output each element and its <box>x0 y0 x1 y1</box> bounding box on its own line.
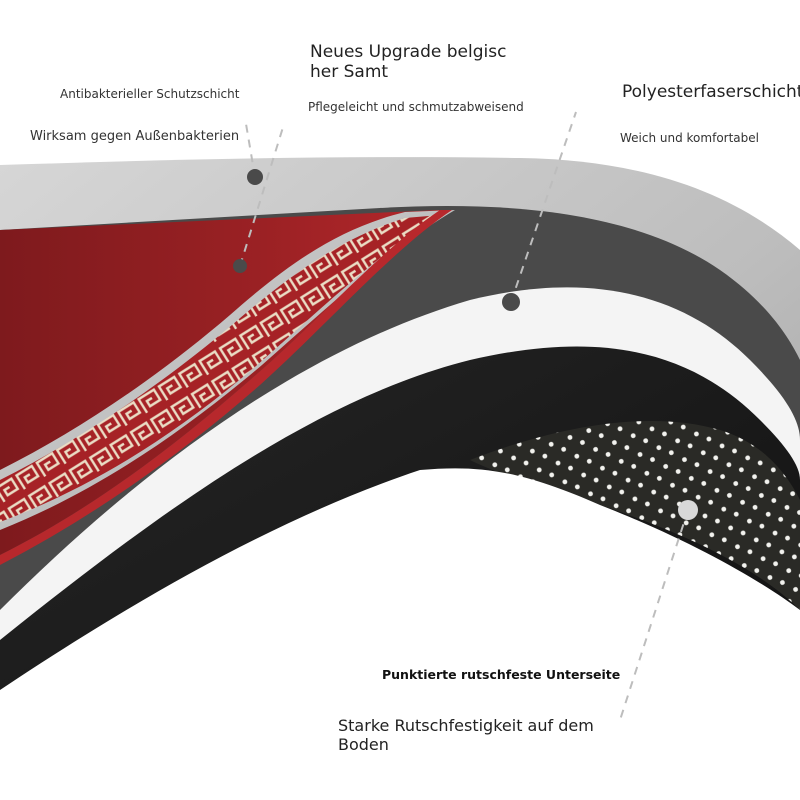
bottom-title: Punktierte rutschfeste Unterseite <box>382 667 621 682</box>
callout-line-bottom <box>619 509 689 721</box>
polyester-title: Polyesterfaserschicht <box>622 82 800 102</box>
callout-line-velvet <box>239 123 285 267</box>
callout-line-antibacterial <box>244 117 256 178</box>
floor-surface <box>0 468 800 800</box>
antibacterial-title: Antibakterieller Schutzschicht <box>60 87 240 101</box>
callout-dot-bottom <box>678 500 698 520</box>
greek-key-pattern <box>0 215 440 522</box>
velvet-edge <box>0 210 452 565</box>
antibacterial-desc: Wirksam gegen Außenbakterien <box>30 129 240 144</box>
velvet-desc: Pflegeleicht und schmutzabweisend <box>308 100 524 114</box>
callout-line-polyester <box>510 111 577 303</box>
bottom-desc: Starke Rutschfestigkeit auf dem Boden <box>338 716 594 755</box>
velvet-title: Neues Upgrade belgisc her Samt <box>310 42 507 83</box>
callout-lines <box>239 111 689 721</box>
callout-dot-antibacterial <box>247 169 263 185</box>
dotted-backing <box>470 421 800 610</box>
polyester-desc: Weich und komfortabel <box>620 131 759 145</box>
callout-dot-velvet <box>233 259 247 273</box>
callout-dot-polyester <box>502 293 520 311</box>
